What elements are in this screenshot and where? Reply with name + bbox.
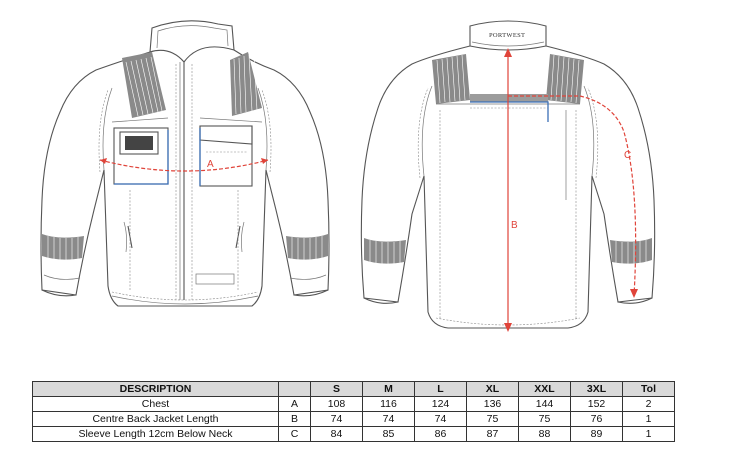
size-chart-table: DESCRIPTION S M L XL XXL 3XL Tol Chest A… (32, 381, 675, 442)
row-value: 74 (362, 411, 415, 427)
row-value: 75 (518, 411, 571, 427)
row-value: 152 (570, 396, 623, 412)
header-size-l: L (414, 381, 467, 397)
row-description: Centre Back Jacket Length (32, 411, 279, 427)
row-code: A (278, 396, 311, 412)
jacket-measurement-diagram: A PORTWEST (40, 20, 656, 332)
jacket-back-view: PORTWEST (360, 20, 656, 332)
header-size-s: S (310, 381, 363, 397)
header-description: DESCRIPTION (32, 381, 279, 397)
row-value: 108 (310, 396, 363, 412)
chest-measure-label: A (207, 159, 214, 170)
row-value: 85 (362, 426, 415, 442)
row-code: C (278, 426, 311, 442)
row-tolerance: 1 (622, 426, 675, 442)
row-tolerance: 1 (622, 411, 675, 427)
jacket-front-view: A (40, 20, 330, 307)
row-value: 74 (414, 411, 467, 427)
table-row: Centre Back Jacket Length B 74 74 74 75 … (32, 411, 675, 427)
sleeve-measure-label: C (624, 150, 631, 161)
row-value: 84 (310, 426, 363, 442)
table-row: Sleeve Length 12cm Below Neck C 84 85 86… (32, 426, 675, 442)
row-value: 136 (466, 396, 519, 412)
row-value: 87 (466, 426, 519, 442)
row-code: B (278, 411, 311, 427)
row-tolerance: 2 (622, 396, 675, 412)
row-value: 76 (570, 411, 623, 427)
header-tolerance: Tol (622, 381, 675, 397)
row-value: 86 (414, 426, 467, 442)
row-value: 75 (466, 411, 519, 427)
row-description: Chest (32, 396, 279, 412)
row-description: Sleeve Length 12cm Below Neck (32, 426, 279, 442)
row-value: 116 (362, 396, 415, 412)
back-length-measure-label: B (511, 220, 518, 231)
row-value: 144 (518, 396, 571, 412)
header-size-m: M (362, 381, 415, 397)
row-value: 88 (518, 426, 571, 442)
header-code (278, 381, 311, 397)
header-size-xl: XL (466, 381, 519, 397)
size-table-header-row: DESCRIPTION S M L XL XXL 3XL Tol (32, 381, 675, 397)
row-value: 74 (310, 411, 363, 427)
brand-label: PORTWEST (489, 32, 525, 39)
row-value: 124 (414, 396, 467, 412)
table-row: Chest A 108 116 124 136 144 152 2 (32, 396, 675, 412)
row-value: 89 (570, 426, 623, 442)
header-size-xxl: XXL (518, 381, 571, 397)
header-size-3xl: 3XL (570, 381, 623, 397)
